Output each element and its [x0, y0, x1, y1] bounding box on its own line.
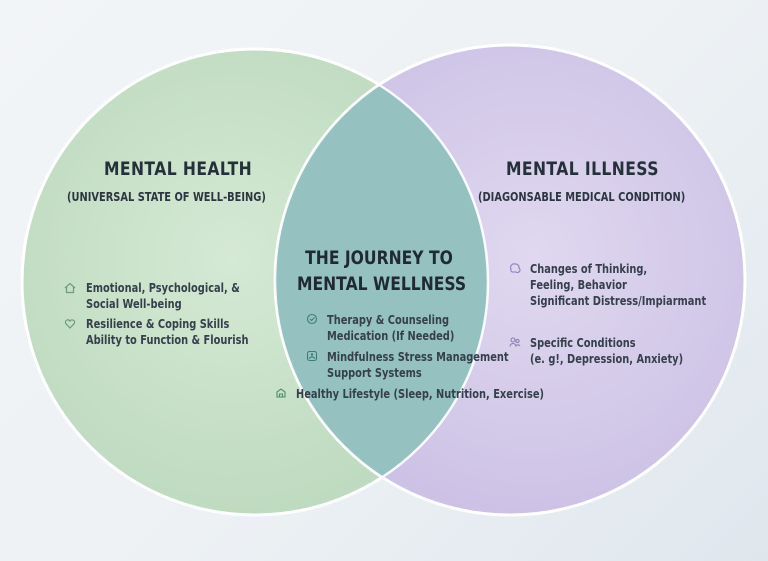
mental-illness-subtitle: (DIAGONSABLE MEDICAL CONDITION): [478, 190, 686, 204]
right-item-2: Specific Conditions (e. g!, Depression, …: [530, 336, 684, 366]
journey-title: THE JOURNEY TO MENTAL WELLNESS: [297, 247, 467, 295]
meditation-icon: [306, 350, 318, 362]
overlap-region: [275, 49, 488, 515]
left-item-1: Emotional, Psychological, & Social Well-…: [86, 281, 240, 311]
center-item-2: Mindfulness Stress Management Support Sy…: [327, 350, 509, 380]
therapy-icon: [306, 313, 318, 325]
center-item-3: Healthy Lifestyle (Sleep, Nutrition, Exe…: [296, 387, 545, 401]
heart-hand-icon: [64, 319, 76, 329]
left-item-2: Resilience & Coping Skills Ability to Fu…: [86, 317, 249, 347]
house-icon: [64, 282, 76, 294]
lifestyle-icon: [276, 388, 286, 398]
mental-health-subtitle: (UNIVERSAL STATE OF WELL-BEING): [67, 190, 266, 204]
center-item-1: Therapy & Counseling Medication (If Need…: [327, 313, 455, 343]
brain-icon: [510, 263, 521, 274]
mental-illness-title: MENTAL ILLNESS: [506, 158, 659, 180]
mental-health-title: MENTAL HEALTH: [104, 158, 253, 180]
right-item-1: Changes of Thinking, Feeling, Behavior S…: [530, 262, 707, 308]
people-icon: [509, 337, 521, 347]
